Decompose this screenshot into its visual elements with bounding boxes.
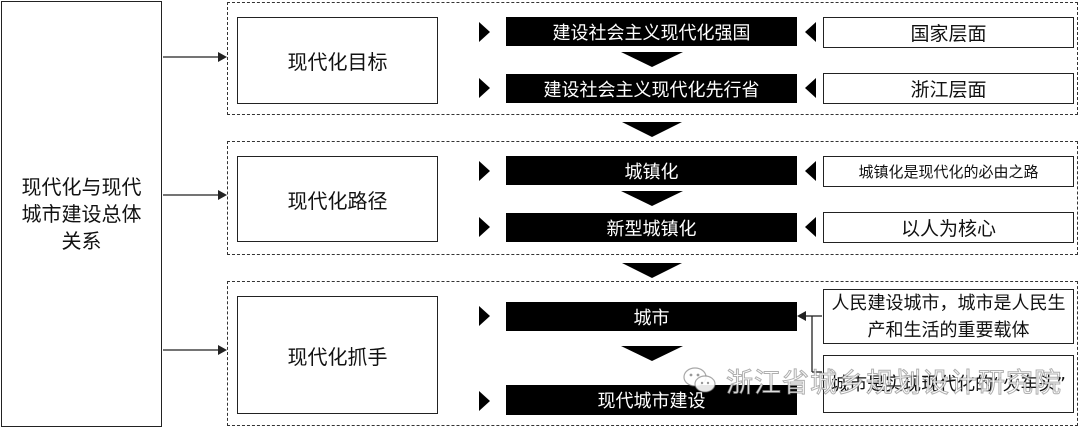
handle-step-bar-1: 城市 [506, 302, 797, 331]
connector-arrowhead [218, 52, 227, 62]
section-handle-title-box: 现代化抓手 [237, 296, 438, 414]
path-step-bar-1-label: 城镇化 [624, 161, 679, 183]
section-goal-title: 现代化目标 [287, 50, 388, 74]
connector-arrowhead [218, 345, 227, 355]
path-note-1-text: 城镇化是现代化的必由之路 [858, 163, 1039, 181]
goal-step-bar-2-label: 建设社会主义现代化先行省 [543, 79, 760, 101]
section-goal [227, 2, 1078, 115]
path-note-1: 城镇化是现代化的必由之路 [823, 156, 1074, 187]
section-path-title-box: 现代化路径 [237, 156, 438, 242]
handle-note-2-text: 城市是实现现代化的“火车头” [831, 373, 1066, 395]
note-pointer-arrow [805, 217, 816, 237]
section-down-arrow [622, 263, 682, 278]
root-concept-label: 现代化与现代城市建设总体关系 [21, 174, 142, 253]
section-handle-title: 现代化抓手 [287, 344, 388, 369]
bar-pointer-arrow [479, 22, 490, 42]
handle-note-1: 人民建设城市，城市是人民生产和生活的重要载体 [823, 289, 1074, 344]
goal-note-2-text: 浙江层面 [910, 79, 987, 101]
note-bracket-arrowhead [797, 311, 806, 321]
bar-pointer-arrow [479, 217, 490, 237]
handle-note-2: 城市是实现现代化的“火车头” [823, 355, 1074, 413]
watermark-text: 浙江省城乡规划设计研究院 [726, 367, 1062, 399]
section-down-arrow [622, 122, 682, 137]
root-concept-box: 现代化与现代城市建设总体关系 [1, 1, 162, 427]
step-down-arrow [621, 52, 683, 67]
handle-note-1-text: 人民建设城市，城市是人民生产和生活的重要载体 [831, 292, 1066, 341]
note-pointer-arrow [805, 78, 816, 98]
path-step-bar-2: 新型城镇化 [506, 213, 797, 242]
goal-step-bar-1: 建设社会主义现代化强国 [506, 17, 797, 46]
path-step-bar-1: 城镇化 [506, 156, 797, 185]
goal-note-1-text: 国家层面 [910, 23, 987, 45]
goal-note-2: 浙江层面 [823, 73, 1074, 104]
path-note-2-text: 以人为核心 [900, 218, 996, 240]
section-goal-title-box: 现代化目标 [237, 17, 438, 104]
step-down-arrow [621, 191, 683, 206]
goal-note-1: 国家层面 [823, 17, 1074, 48]
handle-step-bar-2: 现代城市建设 [506, 385, 797, 415]
connector-arrowhead [218, 190, 227, 200]
goal-step-bar-2: 建设社会主义现代化先行省 [506, 74, 797, 103]
section-path [227, 141, 1078, 255]
step-down-arrow [621, 346, 683, 361]
watermark: 浙江省城乡规划设计研究院 [682, 360, 1072, 400]
goal-step-bar-1-label: 建设社会主义现代化强国 [552, 22, 751, 44]
section-path-title: 现代化路径 [287, 188, 388, 213]
section-handle [227, 281, 1078, 426]
bar-pointer-arrow [479, 306, 490, 326]
bar-pointer-arrow [479, 161, 490, 181]
note-pointer-arrow [805, 161, 816, 181]
path-note-2: 以人为核心 [823, 212, 1074, 243]
path-step-bar-2-label: 新型城镇化 [606, 218, 697, 240]
bar-pointer-arrow [479, 78, 490, 98]
wechat-icon [683, 367, 716, 393]
handle-step-bar-1-label: 城市 [633, 307, 670, 329]
note-pointer-arrow [805, 22, 816, 42]
bar-pointer-arrow [479, 391, 490, 411]
handle-step-bar-2-label: 现代城市建设 [597, 391, 706, 412]
